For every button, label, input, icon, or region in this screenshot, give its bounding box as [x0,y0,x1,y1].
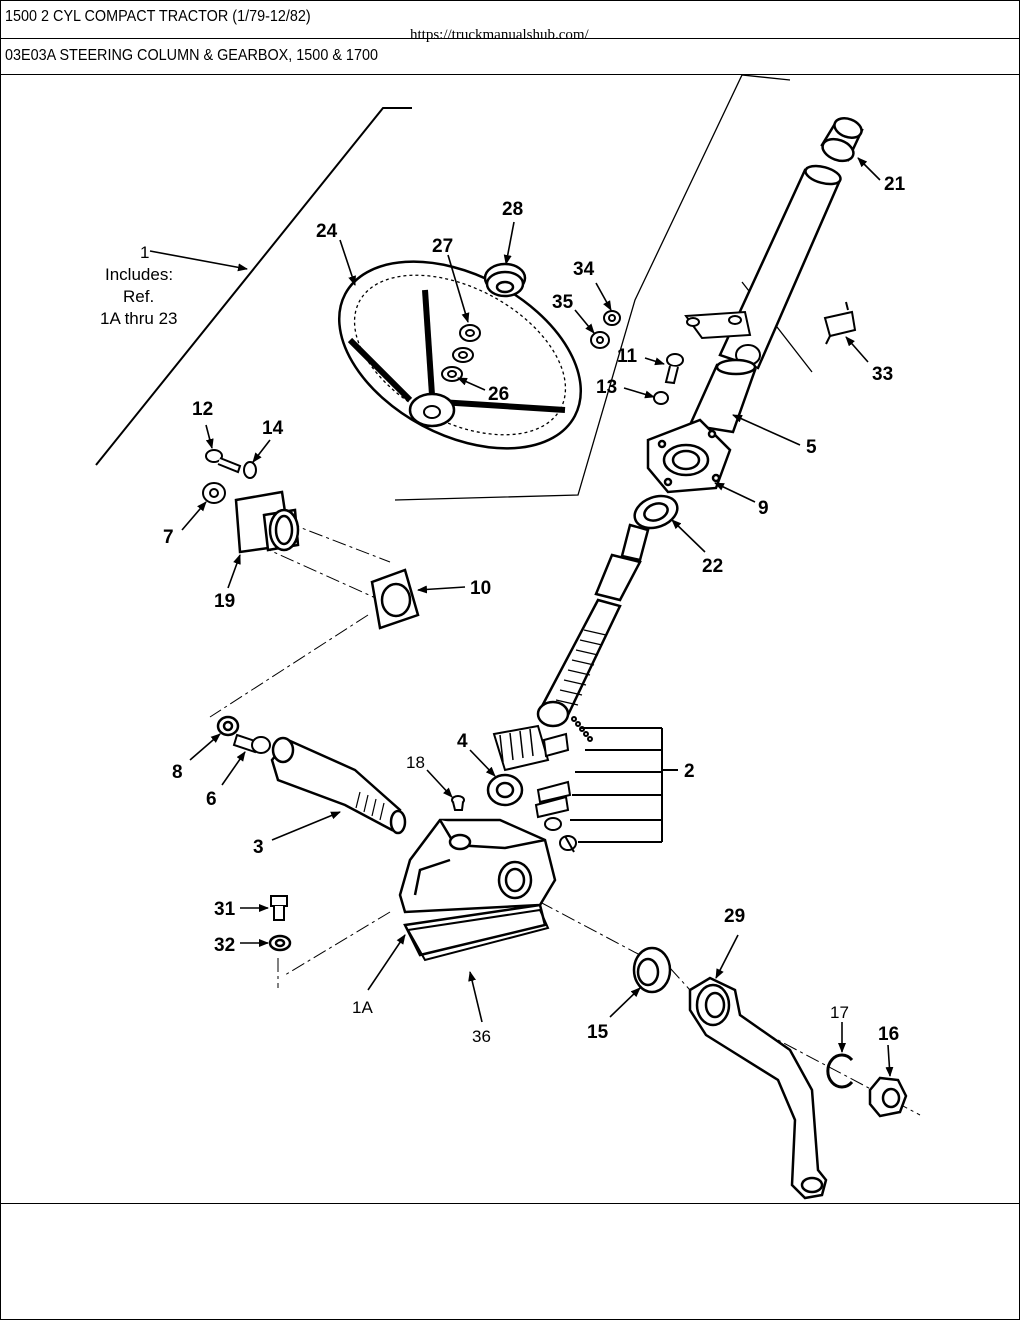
includes-ref-label: Ref. [123,287,154,306]
side-flange [234,490,300,554]
callout-18: 18 [406,753,425,772]
mounting-stud [823,301,857,345]
model-title: 1500 2 CYL COMPACT TRACTOR (1/79-12/82) [5,8,311,25]
callout-36: 36 [472,1027,491,1046]
includes-range: 1A thru 23 [100,309,178,328]
callout-33: 33 [872,364,893,385]
callout-6: 6 [206,789,217,810]
pitman-arm [688,976,828,1200]
nut-7 [202,482,226,504]
callout-34: 34 [573,259,595,280]
source-url[interactable]: https://truckmanualshub.com/ [410,27,589,43]
callout-11: 11 [617,346,638,367]
callout-24: 24 [316,221,338,242]
column-flange [646,418,732,494]
plug-18 [451,795,465,811]
column-bushing [820,117,864,163]
seal-15 [632,946,672,994]
bearing-4 [486,773,524,807]
callout-28: 28 [502,199,523,220]
gearbox-housing [398,818,557,957]
header-divider [0,38,1020,39]
callout-12: 12 [192,399,213,420]
callout-14: 14 [262,418,284,439]
callout-17: 17 [830,1003,849,1022]
washer-14 [243,461,257,479]
wheel-nut-stack [441,324,481,382]
callout-5: 5 [806,437,817,458]
horn-cap [483,262,527,298]
callout-31: 31 [214,899,236,920]
page-header: 1500 2 CYL COMPACT TRACTOR (1/79-12/82) … [0,0,1020,75]
nut-16 [868,1076,908,1118]
callout-32: 32 [214,935,235,956]
bolt-31 [270,895,288,921]
steering-shaft [536,523,650,728]
footer-divider [0,1203,1020,1204]
gasket-36 [406,908,550,962]
callout-15: 15 [587,1022,609,1043]
section-title: 03E03A STEERING COLUMN & GEARBOX, 1500 &… [5,47,378,64]
adjuster-screw-6 [232,733,271,754]
includes-note: 1 Includes: Ref. 1A thru 23 [100,243,178,328]
washer-8 [216,715,240,737]
column-tube [718,164,842,370]
callout-2-bracket [570,727,678,843]
callout-35: 35 [552,292,574,313]
bearing-22 [633,494,679,530]
callout-7: 7 [163,527,174,548]
callout-3: 3 [253,837,264,858]
bolt-11 [664,353,684,385]
leader-lines [149,157,894,1077]
center-lines [209,521,921,1116]
bolt-12 [205,449,242,474]
callout-numbers: 24 27 28 26 34 35 11 13 21 33 5 9 22 12 … [163,174,906,1046]
callout-26: 26 [488,384,509,405]
callout-19: 19 [214,591,235,612]
callout-22: 22 [702,556,723,577]
includes-ref-number: 1 [140,243,149,262]
callout-1A: 1A [352,998,373,1017]
callout-29: 29 [724,906,745,927]
callout-13: 13 [596,377,617,398]
washer-32 [268,934,292,952]
callout-2: 2 [684,761,695,782]
column-bracket [684,310,761,366]
small-nuts [590,310,621,349]
assembly-boundary [95,107,412,466]
includes-label: Includes: [105,265,173,284]
callout-4: 4 [457,731,468,752]
washer-13 [653,391,669,405]
callout-27: 27 [432,236,453,257]
callout-21: 21 [884,174,906,195]
sector-shaft [270,736,407,835]
lock-washer-17 [826,1053,854,1089]
callout-10: 10 [470,578,491,599]
callout-8: 8 [172,762,183,783]
gasket-10 [370,568,420,630]
callout-16: 16 [878,1024,899,1045]
callout-9: 9 [758,498,769,519]
